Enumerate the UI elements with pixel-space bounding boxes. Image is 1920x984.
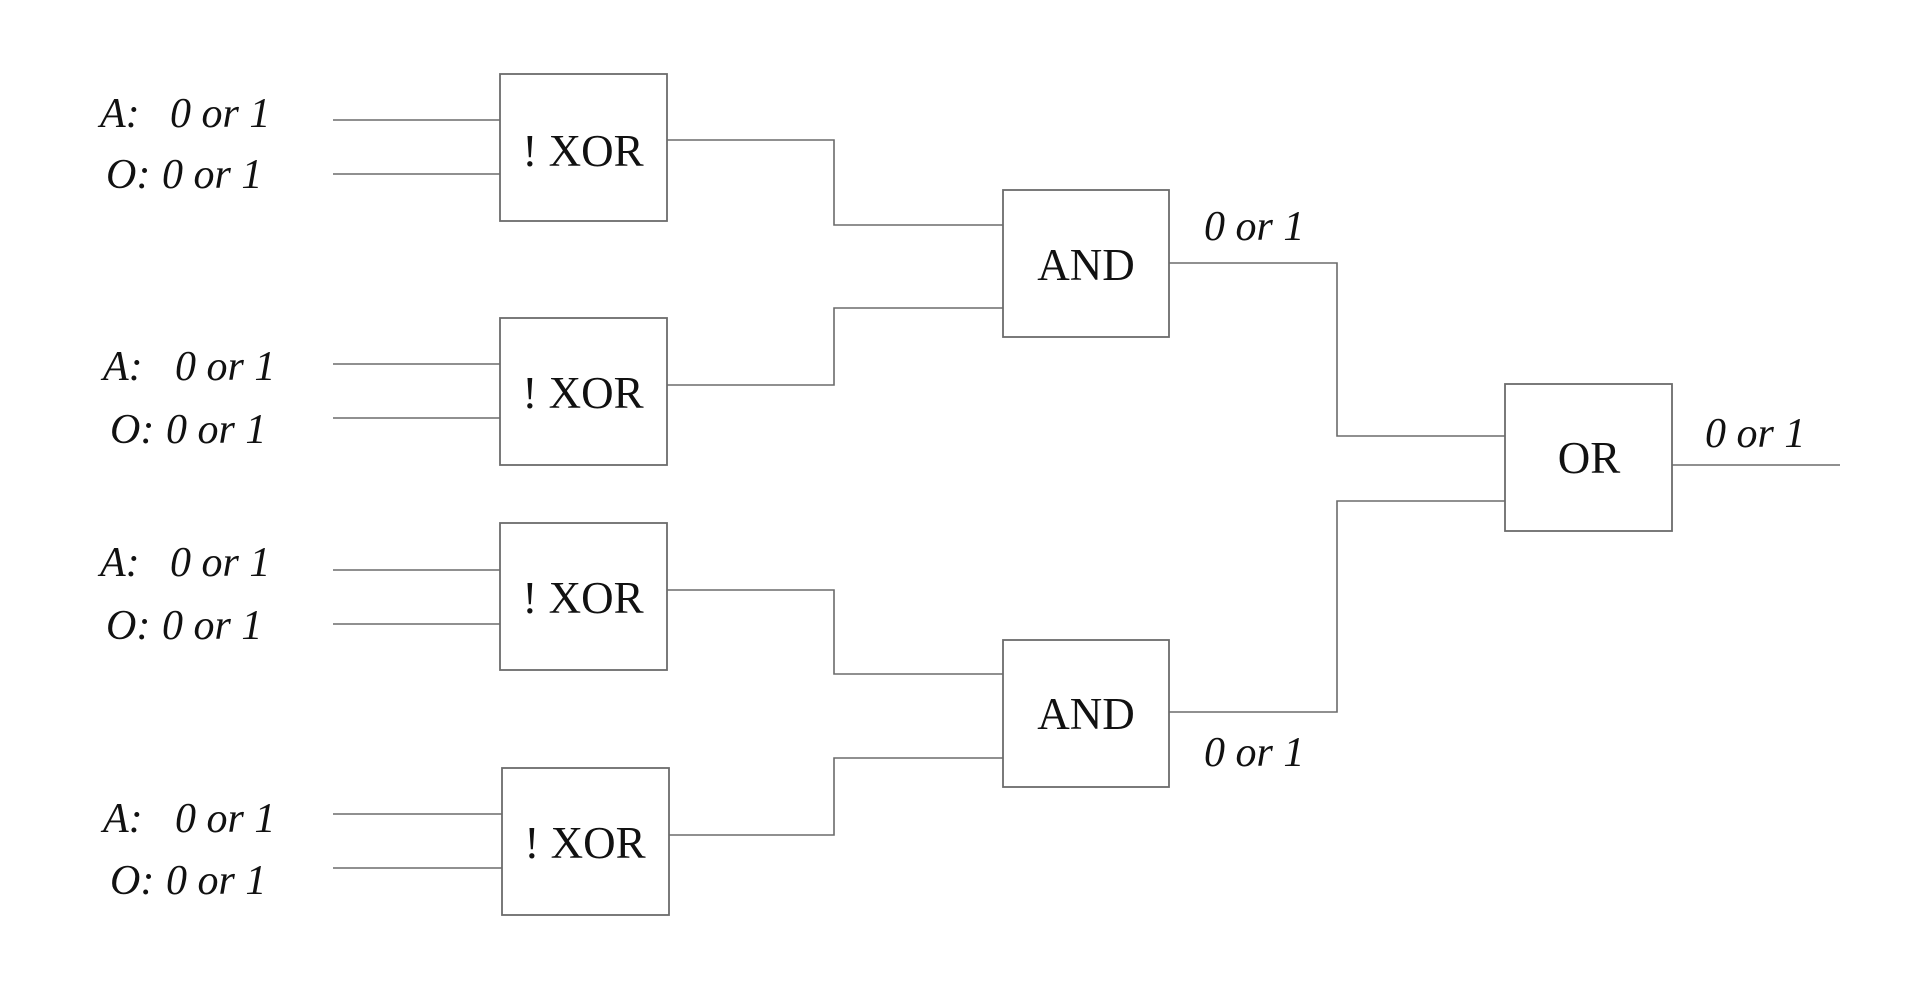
input-a-3-value: 0 or 1 (170, 540, 270, 586)
input-a-3-label: A: (97, 540, 140, 586)
input-o-2-label: O: (110, 407, 154, 453)
input-a-4-label: A: (100, 796, 143, 842)
xnor-to-and-wires (667, 139, 1003, 836)
gate-xnor-3-label: ! XOR (522, 573, 643, 623)
input-o-4-label: O: (110, 858, 154, 904)
gate-and-2-label: AND (1037, 689, 1135, 739)
input-o-1-label: O: (106, 152, 150, 198)
gate-xnor-4-box (501, 767, 670, 916)
gate-and-2: AND (1002, 639, 1170, 788)
input-o-3-value: 0 or 1 (162, 603, 262, 649)
gate-xnor-2-label: ! XOR (522, 368, 643, 418)
input-o-1-value: 0 or 1 (162, 152, 262, 198)
wire-xnor4-to-and2 (669, 757, 1003, 836)
gate-or: OR (1504, 383, 1673, 532)
input-group-4: A: 0 or 1 O: 0 or 1 (100, 796, 275, 904)
wire-xnor3-to-and2 (667, 589, 1003, 675)
gate-xnor-3: ! XOR (499, 522, 668, 671)
wire-xnor1-to-and1 (667, 139, 1003, 226)
wire-and2-to-or (1169, 500, 1505, 713)
wire-xnor2-to-and1 (667, 307, 1003, 386)
and-to-or-wires (1169, 262, 1505, 713)
gate-xnor-1-label: ! XOR (522, 126, 643, 176)
gate-and-2-box (1002, 639, 1170, 788)
gate-xnor-1: ! XOR (499, 73, 668, 222)
input-a-2-label: A: (100, 344, 143, 390)
input-a-4-value: 0 or 1 (175, 796, 275, 842)
gate-xnor-1-box (499, 73, 668, 222)
gate-xnor-2: ! XOR (499, 317, 668, 466)
input-a-1-label: A: (97, 91, 140, 137)
input-group-3: A: 0 or 1 O: 0 or 1 (97, 540, 270, 649)
input-o-3-label: O: (106, 603, 150, 649)
gate-xnor-4: ! XOR (501, 767, 670, 916)
input-o-4-value: 0 or 1 (166, 858, 266, 904)
input-group-1: A: 0 or 1 O: 0 or 1 (97, 91, 270, 198)
input-a-1-value: 0 or 1 (170, 91, 270, 137)
input-wires (333, 119, 502, 869)
or-output-label: 0 or 1 (1705, 411, 1805, 457)
gate-xnor-4-label: ! XOR (524, 818, 645, 868)
input-a-2-value: 0 or 1 (175, 344, 275, 390)
gate-and-1: AND (1002, 189, 1170, 338)
input-group-2: A: 0 or 1 O: 0 or 1 (100, 344, 275, 453)
and-2-output-label: 0 or 1 (1204, 730, 1304, 776)
and-1-output-label: 0 or 1 (1204, 204, 1304, 250)
gate-xnor-2-box (499, 317, 668, 466)
gate-or-label: OR (1558, 433, 1621, 483)
gate-or-box (1504, 383, 1673, 532)
gate-and-1-label: AND (1037, 240, 1135, 290)
input-o-2-value: 0 or 1 (166, 407, 266, 453)
wire-and1-to-or (1169, 262, 1505, 437)
gate-and-1-box (1002, 189, 1170, 338)
gate-xnor-3-box (499, 522, 668, 671)
